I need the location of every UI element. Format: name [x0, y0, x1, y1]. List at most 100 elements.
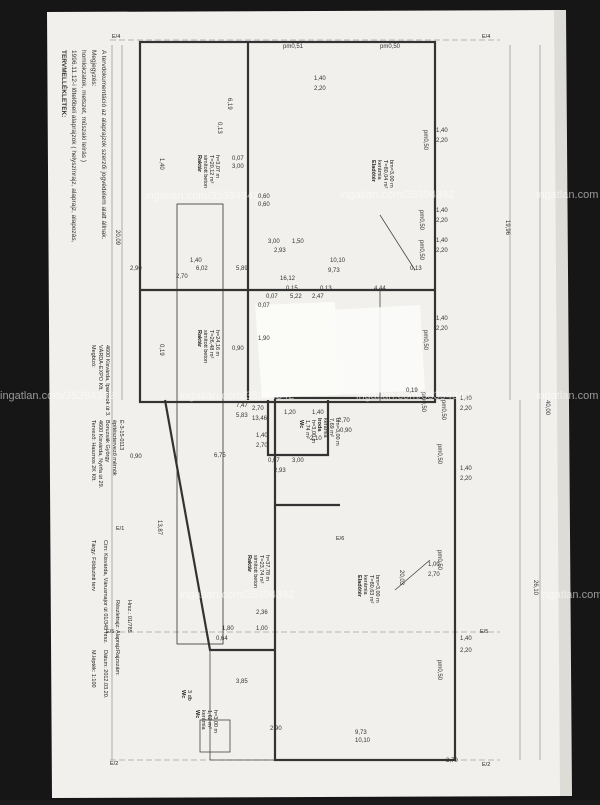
- room-label-line: simított beton: [202, 155, 208, 188]
- dimension-label: 0,19: [406, 388, 418, 394]
- room-label-line: 1,74 m²: [304, 420, 310, 439]
- room-label-line: 1,62 m²: [206, 710, 212, 729]
- title-block-text: Megbízó: VÁRDA-EXPO Kft. 4600 Kisvárda, …: [90, 345, 132, 699]
- room-label-line: Eladótér: [370, 160, 376, 183]
- tb-cim: Cím: Kisvárda, Várusmajor út 01/345 hrsz…: [102, 540, 108, 644]
- room-label-line: bm=3,00 m: [374, 575, 380, 603]
- dimension-label: 1,40: [314, 76, 326, 82]
- dim-19-96: 19,96: [504, 220, 510, 236]
- room-label-line: T=80,63 m²: [368, 575, 374, 603]
- dimension-label: 2,20: [314, 86, 326, 92]
- room-label-line: Raktár: [196, 330, 202, 348]
- notes-line-2: homlokzatok, metszet, műszaki leírás ): [80, 50, 87, 162]
- dimension-label: 6,19: [226, 98, 232, 110]
- dimension-label: 0,07: [232, 156, 244, 162]
- misc-dimension-labels: pm0,51 pm0,50 pm0,50 pm0,50 pm0,50 pm0,50 pm0,…: [0, 0, 472, 764]
- building-walls: [138, 40, 457, 762]
- tb-tervezo-id: É-3-15-0113: [118, 420, 125, 450]
- room-label-line: Raktár: [196, 155, 202, 173]
- room-label-line: 3 db: [186, 690, 192, 701]
- dimension-label: 2,20: [460, 406, 472, 412]
- dimension-label: 0,19: [158, 344, 164, 356]
- tb-megbizo-name: VÁRDA-EXPO Kft.: [97, 345, 104, 391]
- dimension-label: 2,20: [436, 248, 448, 254]
- watermark-7: ingatlan.com: [536, 390, 598, 402]
- room-label-line: kerámia: [200, 710, 206, 731]
- dimension-label: 1,90: [258, 336, 270, 342]
- notes-line-1: 1996.11.12-i lőtelőbeli alaprajzok ( hel…: [70, 50, 77, 243]
- dimension-label: pm0,51: [283, 44, 304, 50]
- dimension-label: 5,83: [236, 413, 248, 419]
- dimension-label: 2,90: [270, 726, 282, 732]
- room-label-line: bm=3,00 m: [388, 160, 394, 188]
- watermark-3: ingatlan.com: [536, 189, 598, 201]
- dimension-label: 0,07: [258, 303, 270, 309]
- dim-9-73-top: 9,73: [328, 268, 340, 274]
- dimension-label: 0,60: [258, 202, 270, 208]
- dimension-label: 3,00: [232, 164, 244, 170]
- dimension-label: pm0,50: [422, 330, 428, 351]
- dimension-label: pm0,50: [418, 240, 424, 261]
- dimension-label: 0,90: [340, 428, 352, 434]
- watermark-4: ingatlan.com/35394342: [0, 390, 114, 402]
- dim-20-09: 20,09: [114, 230, 120, 246]
- dimension-label: 1,80: [222, 626, 234, 632]
- room-label-line: T=80,04 m²: [382, 160, 388, 188]
- dimension-label: 0,07: [266, 294, 278, 300]
- tb-datum: Dátum: 2012.03.20.: [102, 650, 108, 699]
- room-label-line: T=23,74 m²: [258, 555, 264, 583]
- grid-label-e4-right: E/4: [482, 34, 490, 40]
- dimension-label: 1,40: [158, 158, 164, 170]
- room-label-line: Wc: [180, 690, 186, 698]
- dimension-label: 1,40: [460, 636, 472, 642]
- dim-10-10-bottom: 10,10: [355, 738, 371, 744]
- dimension-label: 2,20: [436, 138, 448, 144]
- room-label-line: h=3,07 m: [214, 155, 220, 179]
- dimension-label: 0,60: [0, 0, 12, 2]
- dim-3-85: 3,85: [236, 679, 248, 685]
- dimension-label: 0,60: [0, 0, 12, 2]
- grid-label-e2-left: E/2: [110, 761, 118, 767]
- dim-26-10: 26,10: [532, 580, 538, 596]
- grid-label-e5-left: E/5: [106, 629, 114, 635]
- dimension-label: 0,13: [216, 122, 222, 134]
- dim-20-03: 20,03: [398, 570, 404, 586]
- dim-16-12: 16,12: [280, 276, 296, 282]
- dimension-label: pm0,50: [436, 444, 442, 465]
- dimension-label: 1,40: [190, 258, 202, 264]
- dimension-label: 1,40: [436, 316, 448, 322]
- grid-label-e6: E/6: [336, 536, 344, 542]
- room-label-line: h=37,78 m: [264, 555, 270, 582]
- room-label-line: kerámia: [322, 418, 328, 439]
- watermark-9: ingatlan.com: [540, 589, 600, 601]
- dimension-label: 0,13: [410, 266, 422, 272]
- dimension-label: 1,40: [256, 433, 268, 439]
- dimension-label: 2,70: [252, 406, 264, 412]
- tb-tervezo-person: Boruzsák György: [104, 420, 110, 462]
- room-label-line: Eladótér: [356, 575, 362, 598]
- notes-heading: TERVMELLÉKLETEK:: [60, 50, 69, 117]
- dim-10-10-top: 10,10: [330, 258, 346, 264]
- dim-6-75: 6,75: [214, 453, 226, 459]
- room-label-line: h=3,00 m: [212, 710, 218, 734]
- watermark-6: ingatlan.com/35394342: [356, 390, 470, 402]
- notes-line-4: A tervdokumentáció az alaprajzok szerzői…: [100, 50, 107, 240]
- dimension-label: 2,10: [310, 436, 322, 442]
- dimension-label: 2,70: [446, 758, 458, 764]
- tb-hrsz: Hrsz.: 01/785: [126, 600, 132, 633]
- dimension-label: pm0,50: [422, 130, 428, 151]
- watermark-2: ingatlan.com/35394342: [340, 189, 454, 201]
- dimension-label: 5,22: [290, 294, 302, 300]
- room-label-line: Iroda: [316, 418, 322, 432]
- dimension-label: 2,70: [176, 274, 188, 280]
- dimension-label: pm0,50: [436, 660, 442, 681]
- dimension-label: 1,00: [256, 626, 268, 632]
- grid-label-e5-right: E/5: [480, 629, 488, 635]
- dimension-label: pm0,50: [380, 44, 401, 50]
- tb-reszlet: Részletrajz: Alaprajz: [114, 600, 120, 650]
- room-label-line: 7,69 m²: [328, 418, 334, 437]
